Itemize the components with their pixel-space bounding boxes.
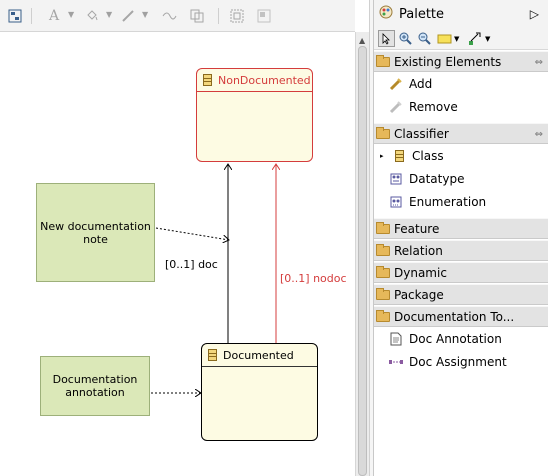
remove-existing-icon: [389, 100, 403, 114]
line-color-dropdown-icon[interactable]: ▼: [142, 10, 149, 19]
palette-entry-label: Datatype: [409, 172, 465, 186]
class-nondocumented[interactable]: NonDocumented: [196, 68, 313, 162]
palette-panel: Palette ▷ ▼ ▼ Existing Elements ⇔ Add: [373, 0, 548, 476]
drawer-documentation-tools[interactable]: Documentation To...: [374, 306, 548, 327]
doc-assignment-icon: [389, 355, 403, 369]
palette-entry-enumeration[interactable]: Enumeration: [374, 191, 548, 213]
drawer-classifier[interactable]: Classifier ⇔: [374, 123, 548, 144]
drawer-dynamic[interactable]: Dynamic: [374, 262, 548, 283]
pin-drawer-icon[interactable]: ⇔: [534, 129, 543, 140]
line-style-icon[interactable]: [160, 7, 178, 25]
palette-entry-doc-assignment[interactable]: Doc Assignment: [374, 351, 548, 373]
documentation-note-new[interactable]: New documentation note: [36, 183, 155, 282]
palette-icon: [379, 5, 393, 23]
add-existing-icon: [389, 77, 403, 91]
class-documented[interactable]: Documented: [201, 343, 318, 441]
fill-color-icon[interactable]: [84, 7, 100, 25]
folder-open-icon: [376, 54, 390, 67]
palette-entry-add[interactable]: Add: [374, 73, 548, 95]
folder-icon: [376, 243, 390, 256]
class-icon: [203, 74, 212, 86]
drawer-existing-elements[interactable]: Existing Elements ⇔: [374, 51, 548, 72]
palette-entry-datatype[interactable]: Datatype: [374, 168, 548, 190]
palette-entry-doc-annotation[interactable]: Doc Annotation: [374, 328, 548, 350]
drawer-label: Dynamic: [394, 265, 447, 280]
canvas-vertical-scrollbar[interactable]: ▲: [355, 32, 369, 476]
zoom-out-icon[interactable]: [416, 30, 433, 47]
class-attributes-compartment[interactable]: [197, 92, 312, 161]
nodoc-reference-label[interactable]: [0..1] nodoc: [280, 272, 347, 285]
folder-icon: [376, 221, 390, 234]
copy-appearance-icon[interactable]: [188, 7, 206, 25]
drawer-label: Existing Elements: [394, 54, 502, 69]
palette-entry-label: Doc Annotation: [409, 332, 502, 346]
connector-tool-dropdown-icon[interactable]: ▼: [485, 35, 491, 43]
drawer-label: Feature: [394, 221, 440, 236]
palette-header[interactable]: Palette ▷: [374, 0, 548, 28]
drawer-label: Documentation To...: [394, 309, 515, 324]
fill-color-dropdown-icon[interactable]: ▼: [106, 10, 113, 19]
palette-entry-label: Class: [412, 149, 444, 163]
drawer-label: Package: [394, 287, 444, 302]
class-icon: [208, 349, 217, 361]
enumeration-icon: [389, 195, 403, 209]
drawer-relation[interactable]: Relation: [374, 240, 548, 261]
palette-title: Palette: [399, 6, 445, 22]
diagram-links: [151, 0, 355, 476]
folder-icon: [376, 265, 390, 278]
palette-sash[interactable]: [369, 0, 373, 476]
drawer-label: Classifier: [394, 126, 449, 141]
zoom-in-icon[interactable]: [397, 30, 414, 47]
note-tool-dropdown-icon[interactable]: ▼: [454, 35, 460, 43]
palette-tools: ▼ ▼: [374, 28, 548, 50]
class-icon: [392, 149, 406, 163]
select-all-icon[interactable]: [228, 7, 246, 25]
note-text[interactable]: New documentation note: [40, 219, 151, 246]
folder-icon: [376, 287, 390, 300]
datatype-icon: [389, 172, 403, 186]
palette-entry-remove[interactable]: Remove: [374, 96, 548, 118]
doc-annotation-icon: [389, 332, 403, 346]
outline-view-icon[interactable]: [6, 7, 24, 25]
folder-open-icon: [376, 126, 390, 139]
doc-reference-label[interactable]: [0..1] doc: [165, 258, 218, 271]
expand-stack-icon[interactable]: ▸: [380, 152, 384, 160]
arrange-icon[interactable]: [255, 7, 273, 25]
palette-entry-label: Doc Assignment: [409, 355, 507, 369]
drawer-feature[interactable]: Feature: [374, 218, 548, 239]
documentation-annotation-note[interactable]: Documentation annotation: [40, 356, 150, 416]
drawer-label: Relation: [394, 243, 443, 258]
note-text[interactable]: Documentation annotation: [52, 373, 138, 399]
note-link-new-documentation[interactable]: [155, 227, 229, 240]
palette-entry-label: Remove: [409, 100, 458, 114]
connector-tool-icon[interactable]: [466, 30, 483, 47]
font-color-dropdown-icon[interactable]: ▼: [68, 10, 75, 19]
pin-drawer-icon[interactable]: ⇔: [534, 57, 543, 68]
class-attributes-compartment[interactable]: [202, 367, 317, 440]
palette-collapse-icon[interactable]: ▷: [529, 7, 539, 21]
scroll-up-icon[interactable]: ▲: [359, 36, 366, 45]
palette-entry-label: Add: [409, 77, 433, 91]
class-name[interactable]: Documented: [223, 348, 294, 362]
folder-open-icon: [376, 309, 390, 322]
class-name[interactable]: NonDocumented: [218, 73, 311, 87]
line-color-icon[interactable]: [120, 7, 136, 25]
drawer-package[interactable]: Package: [374, 284, 548, 305]
diagram-toolbar: A ▼ ▼ ▼: [0, 0, 355, 32]
select-tool-icon[interactable]: [378, 30, 395, 47]
palette-entry-label: Enumeration: [409, 195, 487, 209]
font-color-icon[interactable]: A: [48, 8, 60, 24]
palette-entry-class[interactable]: ▸ Class: [374, 145, 548, 167]
scrollbar-thumb[interactable]: [358, 46, 367, 476]
note-tool-icon[interactable]: [434, 30, 456, 47]
